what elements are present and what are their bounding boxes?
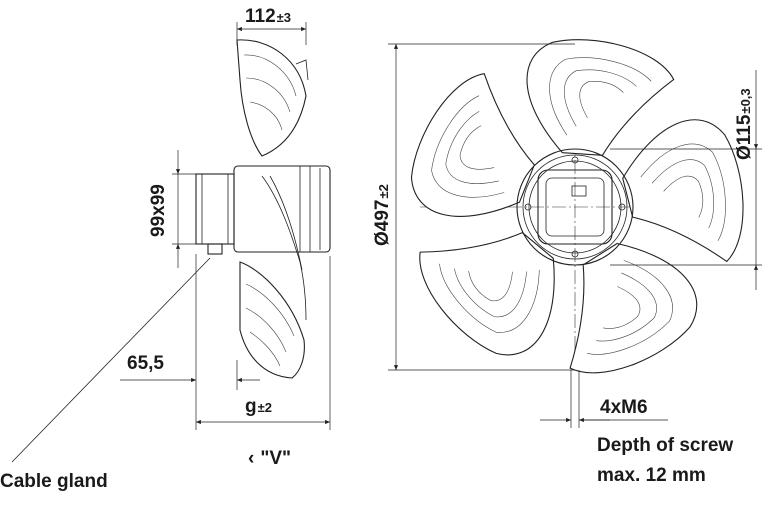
shaft-offset-label: 65,5 <box>127 353 164 374</box>
flange-dimension-label: 99x99 <box>148 184 169 237</box>
g-dimension-label: g±2 <box>245 396 272 417</box>
fan-blade <box>569 242 698 374</box>
fan-blade <box>410 73 535 217</box>
fan-blade <box>526 39 675 156</box>
screw-thread-label: 4xM6 <box>600 397 648 418</box>
motor-body <box>233 165 331 253</box>
hub-dimension-label: Ø115±0,3 <box>734 88 755 160</box>
hub <box>516 148 634 266</box>
fan-blades <box>410 39 744 374</box>
screw-depth-line2: max. 12 mm <box>597 465 706 486</box>
diameter-dimension-label: Ø497±2 <box>372 184 393 246</box>
cable-gland-label: Cable gland <box>0 471 108 492</box>
screw-depth-line1: Depth of screw <box>597 435 733 456</box>
depth-dimension-label: 112±3 <box>245 6 291 27</box>
front-view <box>388 39 762 428</box>
fan-blade <box>622 119 744 263</box>
view-label: ‹"V" <box>248 448 291 469</box>
side-view <box>11 22 331 463</box>
fan-blade <box>419 232 555 356</box>
